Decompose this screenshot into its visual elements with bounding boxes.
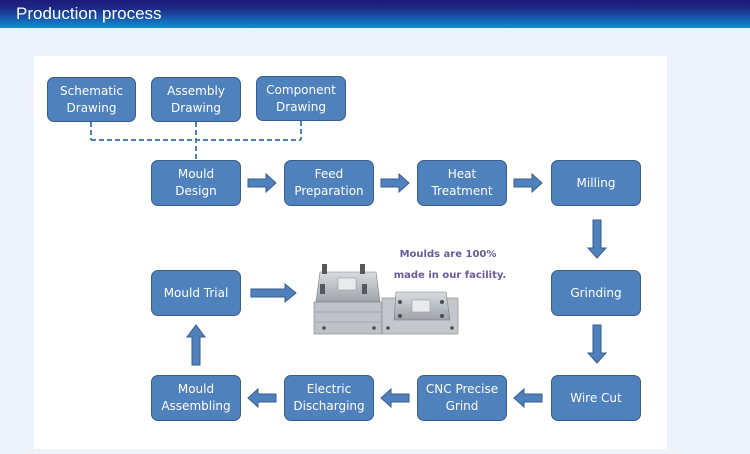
- box-label: Milling: [576, 175, 616, 190]
- box-label: Assembling: [161, 399, 231, 413]
- box-label: Grind: [445, 399, 479, 413]
- arrow-left-icon: [247, 387, 277, 409]
- box-label: Schematic: [60, 83, 123, 98]
- box-label: Wire Cut: [570, 390, 622, 405]
- box-label: Heat: [447, 167, 477, 181]
- arrow-right-icon: [513, 173, 543, 193]
- box-mould-trial: Mould Trial: [151, 270, 241, 316]
- arrow-down-icon: [586, 219, 608, 259]
- box-label: Grinding: [570, 285, 622, 300]
- box-label: Drawing: [276, 99, 326, 114]
- box-label: Discharging: [293, 399, 365, 413]
- box-wire-cut: Wire Cut: [551, 375, 641, 421]
- box-label: Mould: [177, 167, 215, 181]
- arrow-left-icon: [513, 387, 543, 409]
- box-label: Drawing: [171, 100, 221, 115]
- box-label: Assembly: [167, 83, 225, 98]
- box-label: CNC Precise: [425, 382, 499, 396]
- arrow-right-icon: [250, 282, 297, 304]
- caption-line-2: made in our facility.: [393, 270, 507, 281]
- box-label: Drawing: [66, 100, 117, 115]
- dashed-connector: [90, 121, 302, 160]
- box-label: Design: [175, 184, 217, 198]
- box-grinding: Grinding: [551, 270, 641, 316]
- box-label: Component: [266, 82, 336, 97]
- box-label: Treatment: [431, 184, 493, 198]
- box-milling: Milling: [551, 160, 641, 206]
- page-header: Production process: [0, 0, 750, 28]
- arrow-up-icon: [186, 324, 206, 366]
- box-label: Feed: [314, 167, 344, 181]
- caption-line-1: Moulds are 100%: [399, 249, 497, 260]
- box-label: Electric: [306, 382, 352, 396]
- mould-photo: [313, 264, 459, 335]
- box-label: Mould: [177, 382, 215, 396]
- arrow-left-icon: [380, 387, 410, 409]
- box-label: Mould Trial: [163, 285, 229, 300]
- box-label: Preparation: [294, 184, 364, 198]
- arrow-right-icon: [247, 173, 277, 193]
- arrow-right-icon: [380, 173, 410, 193]
- page-title: Production process: [16, 4, 162, 23]
- arrow-down-icon: [586, 324, 608, 364]
